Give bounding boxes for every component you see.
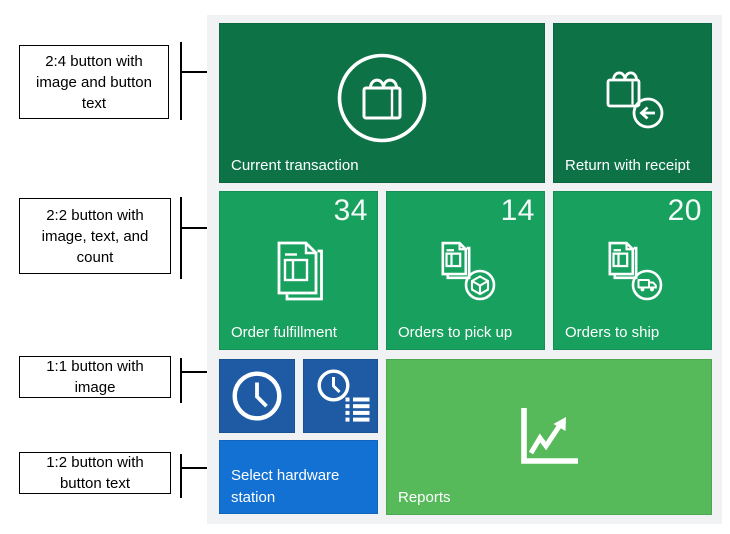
current-transaction-tile[interactable]: Current transaction xyxy=(219,23,545,183)
tile-label: Orders to ship xyxy=(565,324,660,341)
callout-1-2-label: 1:2 button with button text xyxy=(46,454,144,492)
callout-1-1-label: 1:1 button with image xyxy=(46,358,144,396)
reports-tile[interactable]: Reports xyxy=(386,359,712,515)
callout-connector-line xyxy=(181,71,229,73)
callout-connector-line xyxy=(180,42,182,120)
documents-truck-icon xyxy=(553,191,712,350)
callout-connector-line xyxy=(181,227,229,229)
clock-list-tile[interactable] xyxy=(303,359,378,433)
callout-connector-line xyxy=(181,467,229,469)
clock-icon xyxy=(219,359,295,433)
documents-icon xyxy=(219,191,378,350)
callout-connector-line xyxy=(181,371,229,373)
documents-package-icon xyxy=(386,191,545,350)
shopping-bag-circle-icon xyxy=(219,23,545,183)
select-hardware-station-tile[interactable]: Select hardware station xyxy=(219,440,378,514)
tile-label: Select hardware station xyxy=(231,467,340,506)
clock-list-icon xyxy=(303,359,378,433)
return-with-receipt-tile[interactable]: Return with receipt xyxy=(553,23,712,183)
callout-2-2-button: 2:2 button with image, text, and count xyxy=(19,198,171,274)
tile-label: Orders to pick up xyxy=(398,324,513,341)
tile-label: Return with receipt xyxy=(565,157,691,174)
tile-count: 34 xyxy=(333,194,368,227)
callout-connector-line xyxy=(180,454,182,498)
orders-to-ship-tile[interactable]: 20 Orde xyxy=(553,191,712,350)
shopping-bag-return-icon xyxy=(553,23,712,183)
clock-tile[interactable] xyxy=(219,359,295,433)
callout-1-1-button: 1:1 button with image xyxy=(19,356,171,398)
callout-2-2-label: 2:2 button with image, text, and count xyxy=(41,206,149,266)
tile-panel: Current transaction Return with receipt … xyxy=(207,15,722,524)
callout-1-2-button: 1:2 button with button text xyxy=(19,452,171,494)
orders-to-pick-up-tile[interactable]: 14 Orders to pick up xyxy=(386,191,545,350)
tile-label: Reports xyxy=(398,489,451,506)
callout-2-4-button: 2:4 button with image and button text xyxy=(19,45,169,119)
tile-label: Current transaction xyxy=(231,157,359,174)
callout-connector-line xyxy=(180,358,182,403)
callout-connector-line xyxy=(180,197,182,279)
line-chart-arrow-icon xyxy=(386,359,712,515)
callout-2-4-label: 2:4 button with image and button text xyxy=(36,52,152,112)
tile-label: Order fulfillment xyxy=(231,324,337,341)
tile-count: 14 xyxy=(500,194,535,227)
order-fulfillment-tile[interactable]: 34 Order fulfillment xyxy=(219,191,378,350)
tile-count: 20 xyxy=(667,194,702,227)
